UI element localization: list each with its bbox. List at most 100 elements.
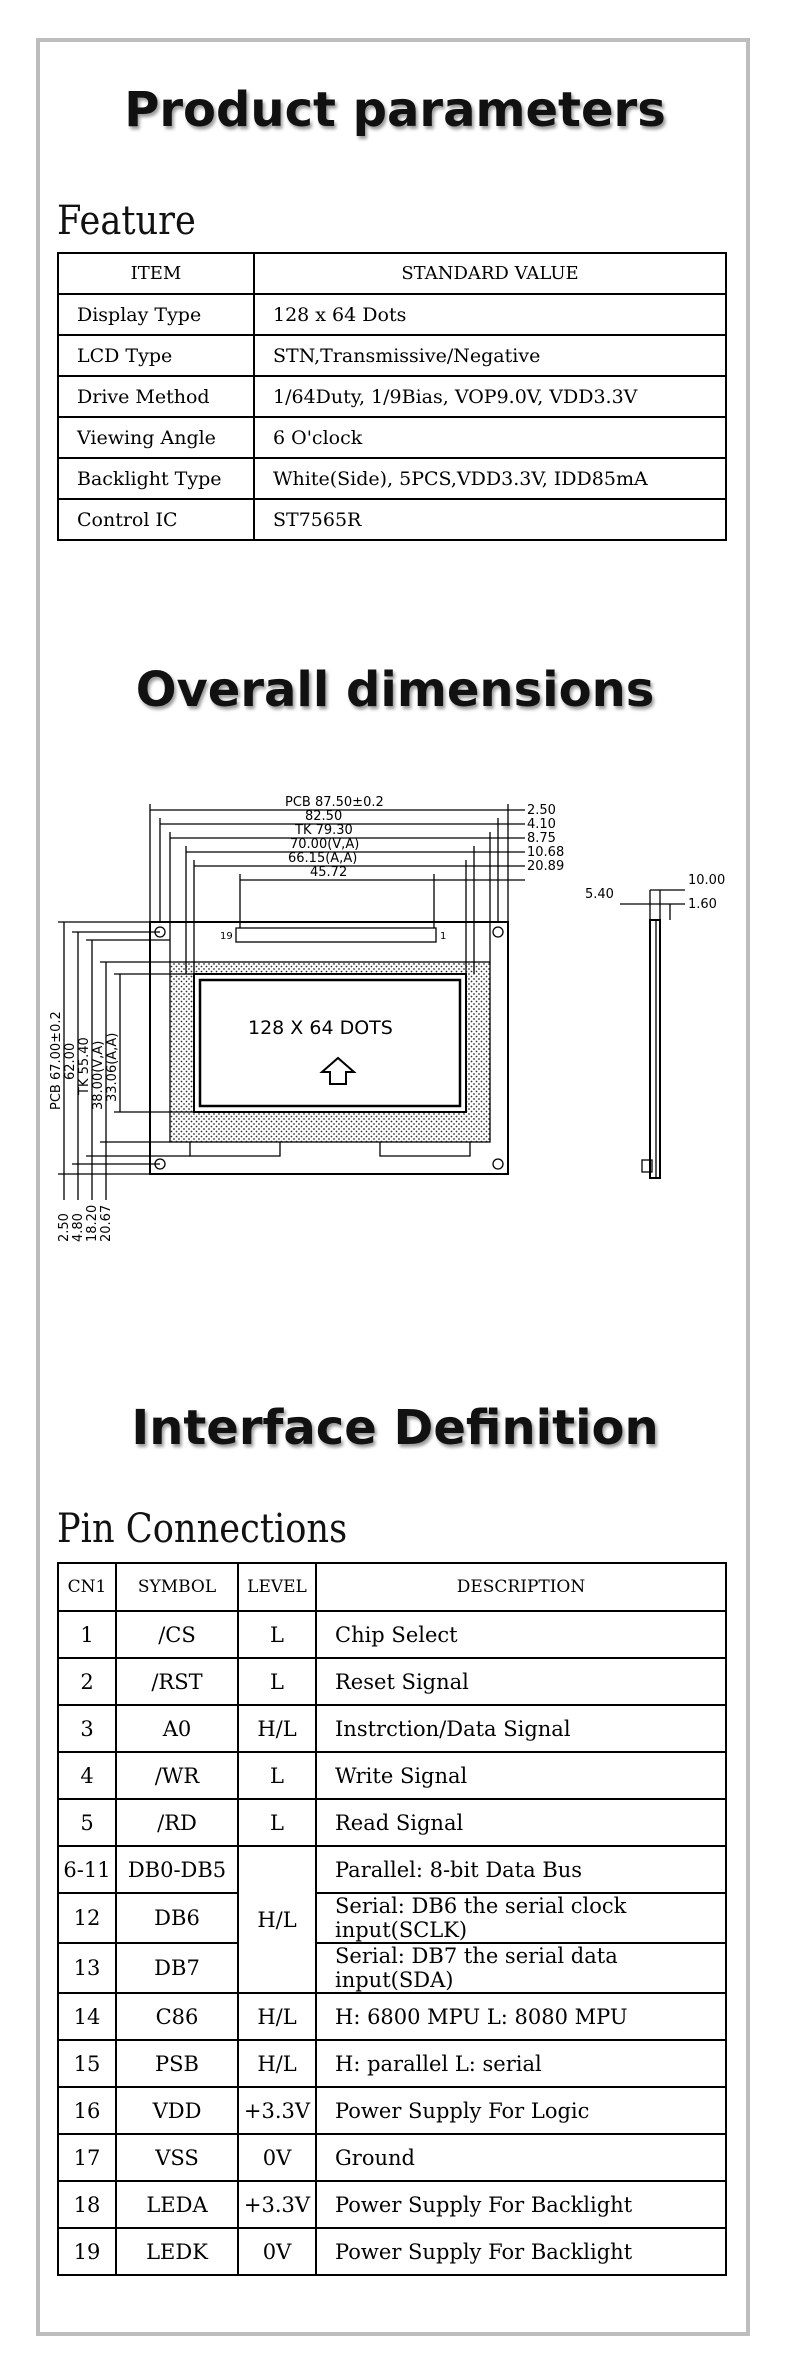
pin-number: 19 <box>57 2227 117 2276</box>
pin-description: Power Supply For Backlight <box>315 2227 727 2276</box>
dim-bottom-2: 4.80 <box>71 1213 86 1242</box>
feature-header-row: ITEM STANDARD VALUE <box>57 252 727 295</box>
pin-symbol: C86 <box>115 1992 239 2041</box>
feature-item: Viewing Angle <box>57 416 255 459</box>
pin-number: 16 <box>57 2086 117 2135</box>
dim-bottom-1: 2.50 <box>57 1213 72 1242</box>
side-dim-3: 1.60 <box>688 897 717 912</box>
dim-right-2: 4.10 <box>527 817 556 832</box>
pin-description: Parallel: 8-bit Data Bus <box>315 1845 727 1894</box>
pin-symbol: LEDA <box>115 2180 239 2229</box>
dim-right-3: 8.75 <box>527 831 556 846</box>
dim-bottom-4: 20.67 <box>99 1205 114 1242</box>
feature-item: LCD Type <box>57 334 255 377</box>
pin-symbol: DB6 <box>115 1892 239 1944</box>
pin-number: 1 <box>57 1610 117 1659</box>
pin-description: Ground <box>315 2133 727 2182</box>
feature-header-item: ITEM <box>57 252 255 295</box>
feature-value: White(Side), 5PCS,VDD3.3V, IDD85mA <box>253 457 727 500</box>
pin-number: 3 <box>57 1704 117 1753</box>
dim-left-62: 62.00 <box>63 1043 78 1080</box>
pin-level: 0V <box>237 2227 317 2276</box>
screen-inner <box>198 978 462 1108</box>
pin-symbol: VSS <box>115 2133 239 2182</box>
pin-number: 15 <box>57 2039 117 2088</box>
pin-number: 2 <box>57 1657 117 1706</box>
pin-level: L <box>237 1798 317 1847</box>
feature-value: 1/64Duty, 1/9Bias, VOP9.0V, VDD3.3V <box>253 375 727 418</box>
pin-connections-heading: Pin Connections <box>57 1506 348 1552</box>
pin-last-label: 1 <box>440 931 446 942</box>
pin-level: L <box>237 1610 317 1659</box>
pin-level: H/L <box>237 2039 317 2088</box>
pin-header-symbol: SYMBOL <box>115 1562 239 1612</box>
pin-description: Serial: DB7 the serial data input(SDA) <box>315 1942 727 1994</box>
overall-dimensions-heading: Overall dimensions <box>135 662 655 718</box>
pin-description: H: parallel L: serial <box>315 2039 727 2088</box>
pin-symbol: /CS <box>115 1610 239 1659</box>
pin-description: Reset Signal <box>315 1657 727 1706</box>
feature-header-value: STANDARD VALUE <box>253 252 727 295</box>
dim-top-82: 82.50 <box>305 809 342 824</box>
pin-header-cn: CN1 <box>57 1562 117 1612</box>
arrow-up-icon <box>319 1056 357 1085</box>
pin-symbol: PSB <box>115 2039 239 2088</box>
pin-description: Write Signal <box>315 1751 727 1800</box>
pin-symbol: VDD <box>115 2086 239 2135</box>
pin-level: H/L <box>237 1992 317 2041</box>
feature-value: 6 O'clock <box>253 416 727 459</box>
screen-outer <box>193 973 467 1113</box>
pin-level: L <box>237 1657 317 1706</box>
dim-top-tk: TK 79.30 <box>294 823 353 838</box>
pin-symbol: DB7 <box>115 1942 239 1994</box>
pin-first-label: 19 <box>220 931 233 942</box>
dim-top-aa: 66.15(A,A) <box>288 851 357 866</box>
dim-right-5: 20.89 <box>527 859 564 874</box>
side-dim-1: 5.40 <box>585 887 614 902</box>
pin-description: Chip Select <box>315 1610 727 1659</box>
dim-top-pcb: PCB 87.50±0.2 <box>285 795 384 810</box>
pin-description: H: 6800 MPU L: 8080 MPU <box>315 1992 727 2041</box>
pin-symbol: A0 <box>115 1704 239 1753</box>
pin-description: Serial: DB6 the serial clock input(SCLK) <box>315 1892 727 1944</box>
dim-left-va: 38.00(V,A) <box>91 1041 106 1110</box>
dim-top-va: 70.00(V,A) <box>290 837 359 852</box>
pin-number: 12 <box>57 1892 117 1944</box>
feature-value: 128 x 64 Dots <box>253 293 727 336</box>
pin-number: 6-11 <box>57 1845 117 1894</box>
pin-number: 5 <box>57 1798 117 1847</box>
pin-symbol: /RST <box>115 1657 239 1706</box>
pin-symbol: LEDK <box>115 2227 239 2276</box>
pin-description: Power Supply For Backlight <box>315 2180 727 2229</box>
pin-header-row: CN1 SYMBOL LEVEL DESCRIPTION <box>57 1562 727 1612</box>
pin-description: Read Signal <box>315 1798 727 1847</box>
pin-symbol: /RD <box>115 1798 239 1847</box>
pin-number: 13 <box>57 1942 117 1994</box>
pin-description: Power Supply For Logic <box>315 2086 727 2135</box>
pcb-outline <box>149 921 509 1175</box>
pin-level: H/L <box>237 1845 317 1994</box>
product-parameters-heading: Product parameters <box>124 82 666 138</box>
pin-level: 0V <box>237 2133 317 2182</box>
feature-value: ST7565R <box>253 498 727 541</box>
pin-header-level: LEVEL <box>237 1562 317 1612</box>
feature-value: STN,Transmissive/Negative <box>253 334 727 377</box>
pin-level: +3.3V <box>237 2086 317 2135</box>
